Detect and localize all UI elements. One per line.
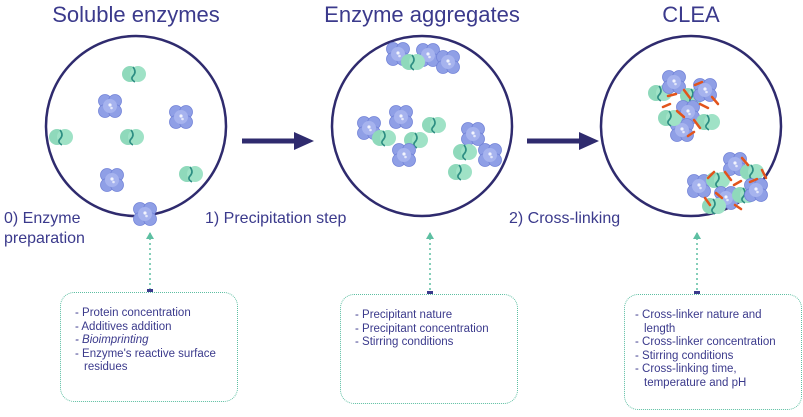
panel-item: Cross-linker concentration: [635, 336, 795, 350]
panel-cross-linking: Cross-linker nature and length Cross-lin…: [624, 294, 802, 410]
panel-item: Cross-linker nature and length: [635, 309, 795, 336]
panel-item: Precipitant concentration: [355, 323, 509, 337]
panel-item: Additives addition: [75, 321, 229, 335]
panel-item: Precipitant nature: [355, 309, 509, 323]
soluble-enzymes-circle: [44, 34, 228, 218]
step-label-cross-linking: 2) Cross-linking: [509, 210, 621, 227]
arrow-precipitation: [242, 132, 314, 150]
step-label-enzyme-preparation: 0) Enzyme preparation: [4, 210, 85, 247]
panel-item: Stirring conditions: [355, 336, 509, 350]
stage-title-clea: CLEA: [662, 2, 720, 27]
stage-title-enzyme-aggregates: Enzyme aggregates: [324, 2, 520, 27]
connector-lines: [149, 233, 698, 292]
panel-item: Enzyme's reactive surface residues: [75, 348, 229, 375]
arrow-cross-linking: [527, 132, 599, 150]
panel-item: Cross-linking time, temperature and pH: [635, 363, 795, 390]
clea-cluster-lower: [687, 152, 768, 215]
panel-item: Protein concentration: [75, 307, 229, 321]
panel-item: Bioimprinting: [75, 334, 229, 348]
panel-precipitation: Precipitant nature Precipitant concentra…: [340, 294, 518, 404]
step-label-precipitation: 1) Precipitation step: [205, 210, 347, 227]
panel-item: Stirring conditions: [635, 350, 795, 364]
stage-title-soluble-enzymes: Soluble enzymes: [52, 2, 220, 27]
clea-cluster-upper: [647, 70, 721, 142]
panel-enzyme-preparation: Protein concentration Additives addition…: [60, 292, 238, 402]
